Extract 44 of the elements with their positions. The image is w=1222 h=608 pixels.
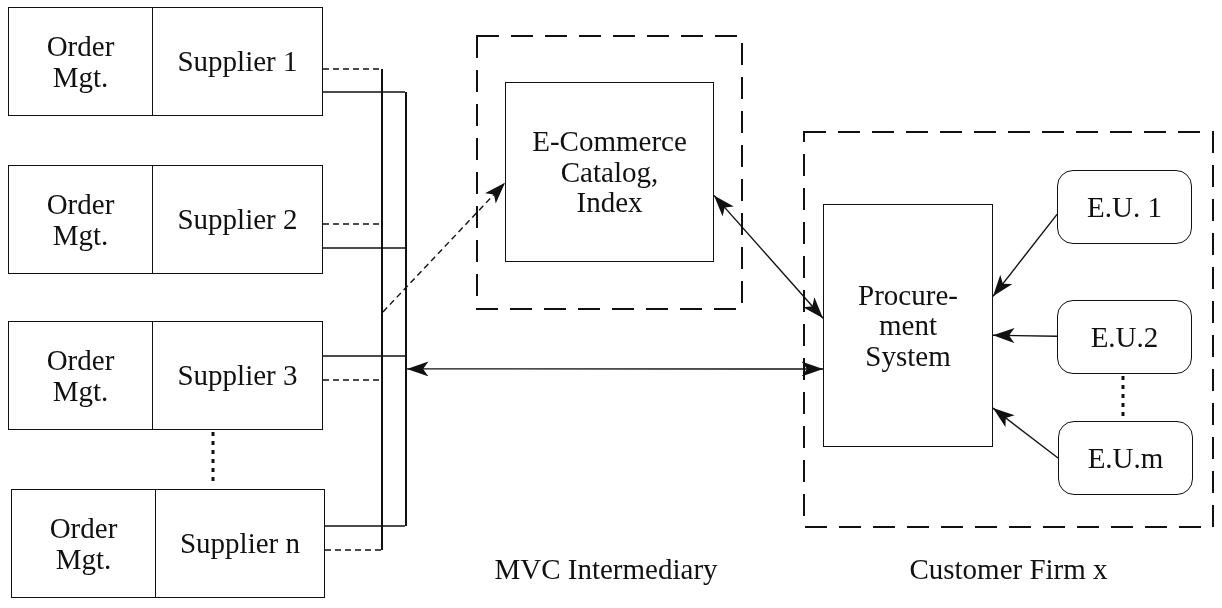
node-label: Order Mgt. — [45, 189, 116, 250]
process-box — [11, 489, 156, 598]
node-label: Procure- ment System — [857, 279, 959, 372]
node-label: Order Mgt. — [45, 31, 116, 92]
node-label: Supplier 2 — [177, 204, 298, 235]
arrow — [406, 361, 824, 377]
node-label: E-Commerce Catalog, Index — [531, 126, 688, 218]
connector-line — [322, 379, 382, 381]
group-caption: MVC Intermediary — [494, 553, 718, 586]
arrow — [992, 213, 1058, 298]
node-label: Supplier 1 — [177, 46, 298, 77]
connector-line — [322, 247, 406, 249]
process-box — [155, 489, 325, 598]
node-label: E.U.2 — [1090, 321, 1159, 353]
node-label: Supplier 3 — [177, 360, 298, 391]
connector-line — [324, 549, 382, 551]
connector-line — [322, 223, 382, 225]
arrow — [713, 194, 824, 319]
node-label: E.U. 1 — [1087, 191, 1162, 223]
arrow — [992, 328, 1058, 344]
bus-line — [405, 92, 407, 526]
group-caption: Customer Firm x — [909, 553, 1108, 586]
arrow — [992, 407, 1059, 459]
node-label: Order Mgt. — [48, 513, 119, 574]
process-box — [823, 204, 993, 447]
rounded-box — [1057, 170, 1192, 244]
process-box — [152, 321, 323, 430]
connector-line — [322, 68, 382, 70]
arrow — [382, 182, 506, 313]
node-label: Supplier n — [180, 528, 300, 559]
connector-line — [324, 525, 406, 527]
process-box — [8, 321, 153, 430]
connector-line — [322, 355, 406, 357]
rounded-box — [1057, 300, 1192, 374]
process-box — [8, 165, 153, 274]
process-box — [152, 7, 323, 116]
node-label: Order Mgt. — [45, 345, 116, 406]
process-box — [152, 165, 323, 274]
process-box — [8, 7, 153, 116]
process-box — [505, 82, 714, 262]
node-label: E.U.m — [1087, 442, 1164, 474]
connector-line — [322, 91, 406, 93]
bus-line — [381, 69, 383, 550]
rounded-box — [1058, 421, 1193, 495]
